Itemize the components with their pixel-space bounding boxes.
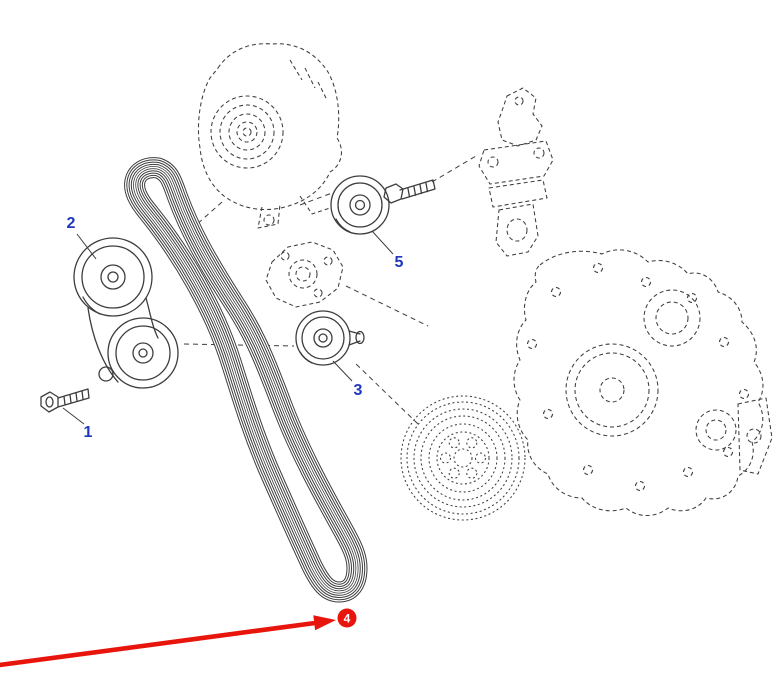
timing-cover-drawing [513,249,773,517]
pointer-arrow [0,615,336,668]
serpentine-belt-drawing [135,168,357,592]
tensioner-bolt-drawing [40,388,90,413]
callout-3[interactable]: 3 [354,382,363,399]
alternator-drawing [197,43,342,229]
idler-pulley-upper-drawing [330,175,436,235]
idler-pulley-drawing [295,310,365,366]
callout-leader-lines [62,230,394,425]
callout-1[interactable]: 1 [84,424,93,441]
belt-tensioner-drawing [73,237,179,389]
thermostat-housing-drawing [478,87,554,257]
crankshaft-pulley-drawing [400,395,526,521]
callout-2[interactable]: 2 [67,215,76,232]
mounting-bracket-drawing [265,241,344,308]
callout-4-badge[interactable] [337,608,357,628]
callout-5[interactable]: 5 [395,254,404,271]
